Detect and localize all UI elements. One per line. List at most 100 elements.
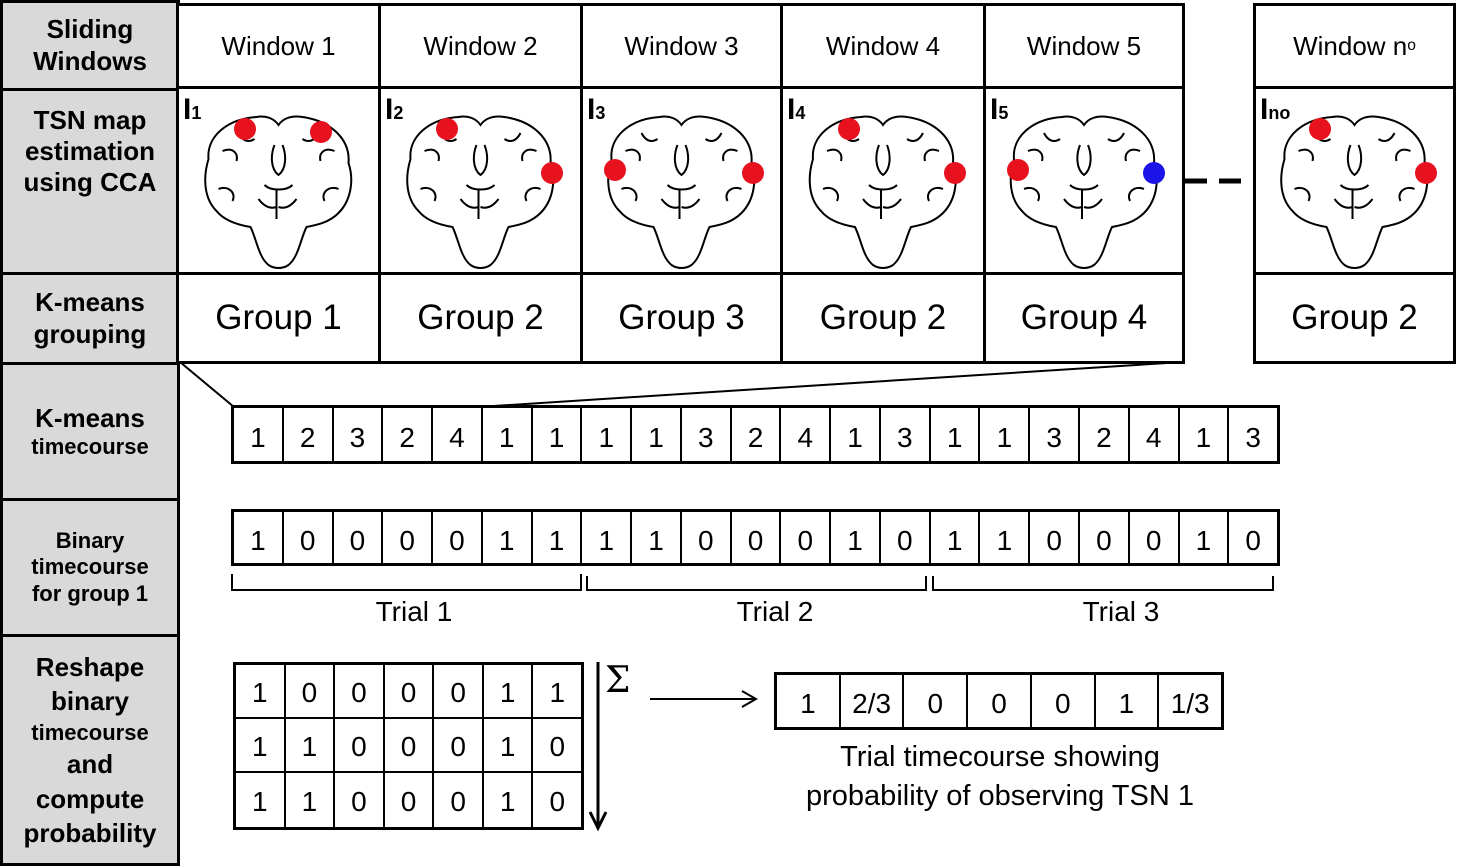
matrix-cell: 1 [484,665,534,717]
matrix-cell: 1 [236,718,286,771]
binary-cell: 1 [632,512,682,563]
kmeans-cell: 4 [1130,408,1180,461]
activation-dot [234,118,256,140]
matrix-cell: 0 [434,718,484,771]
kmeans-cell: 1 [980,408,1031,461]
trial-bracket-1 [231,574,582,591]
binary-cell: 0 [1245,524,1261,556]
matrix-cell: 1 [236,665,286,717]
brain-outline [204,115,353,269]
matrix-cell: 0 [286,665,336,717]
kmeans-cell: 1 [1180,408,1230,461]
kmeans-cell: 1 [831,408,881,461]
kmeans-cell: 3 [334,408,384,461]
kmeans-cell: 2 [284,408,334,461]
map-label: I5 [990,93,1009,126]
activation-dot [1007,159,1029,181]
binary-cell: 0 [334,512,384,563]
probability-cell: 1/3 [1170,688,1210,719]
binary-cell: 0 [1130,512,1180,563]
matrix-cell: 0 [335,772,385,827]
ellipsis-connector [1185,178,1253,184]
matrix-cell: 1 [484,772,534,827]
group-box-5: Group 4 [983,272,1185,364]
matrix-cell: 0 [549,730,566,762]
matrix-cell: 0 [549,785,566,817]
brain-outline [808,115,957,269]
sum-symbol: Σ [605,660,631,701]
tsn-map-5: I5 [983,86,1185,275]
kmeans-cell: 2 [383,408,434,461]
map-label: Ino [1260,93,1291,126]
probability-cell: 0 [1032,675,1096,727]
binary-cell: 1 [931,512,981,563]
tsn-map-last: Ino [1253,86,1456,275]
activation-dot [541,162,563,184]
activation-dot [310,121,332,143]
kmeans-cell: 4 [781,408,832,461]
tsn-map-1: I1 [176,86,381,275]
matrix-cell: 0 [385,772,435,827]
kmeans-cell: 1 [931,408,981,461]
matrix-cell: 0 [434,665,484,717]
brain-outline [1280,115,1429,269]
probability-cell: 1 [1096,675,1160,727]
brain-outline [607,115,756,269]
binary-cell: 0 [682,512,732,563]
kmeans-cell: 1 [582,408,633,461]
matrix-cell: 0 [335,665,385,717]
trial-label-3: Trial 3 [1082,596,1160,627]
map-label: I4 [787,93,806,126]
trial-label-1: Trial 1 [375,596,453,627]
activation-dot [1309,118,1331,140]
kmeans-cell: 1 [632,408,682,461]
trial-label-2: Trial 2 [736,596,814,627]
kmeans-cell: 3 [881,408,931,461]
window-header-3: Window 3 [580,3,783,89]
matrix-cell: 1 [286,772,336,827]
binary-cell: 1 [533,512,583,563]
binary-cell: 0 [732,512,782,563]
kmeans-cell: 3 [1030,408,1081,461]
window-header-4: Window 4 [780,3,986,89]
activation-dot [1415,162,1437,184]
trial-bracket-2 [586,576,927,591]
binary-cell: 0 [881,512,931,563]
group-box-last: Group 2 [1253,272,1456,364]
map-label: I3 [587,93,606,126]
binary-cell: 1 [483,512,533,563]
group-box-4: Group 2 [780,272,986,364]
matrix-cell: 1 [484,718,534,771]
matrix-cell: 0 [434,772,484,827]
matrix-cell: 0 [335,718,385,771]
tsn-map-2: I2 [378,86,583,275]
binary-cell: 1 [582,512,633,563]
activation-dot [742,162,764,184]
kmeans-cell: 2 [732,408,782,461]
kmeans-cell: 1 [483,408,533,461]
brain-outline [1009,115,1158,269]
matrix-cell: 1 [549,676,566,708]
window-header-5: Window 5 [983,3,1185,89]
kmeans-cell: 2 [1080,408,1130,461]
probability-cell: 0 [904,675,969,727]
probability-cell: 0 [968,675,1032,727]
kmeans-cell: 4 [433,408,483,461]
binary-cell: 0 [1030,512,1081,563]
binary-cell: 1 [831,512,881,563]
activation-dot [1143,162,1165,184]
group-box-3: Group 3 [580,272,783,364]
matrix-cell: 1 [286,718,336,771]
map-label: I2 [385,93,404,126]
matrix-cell: 0 [385,665,435,717]
